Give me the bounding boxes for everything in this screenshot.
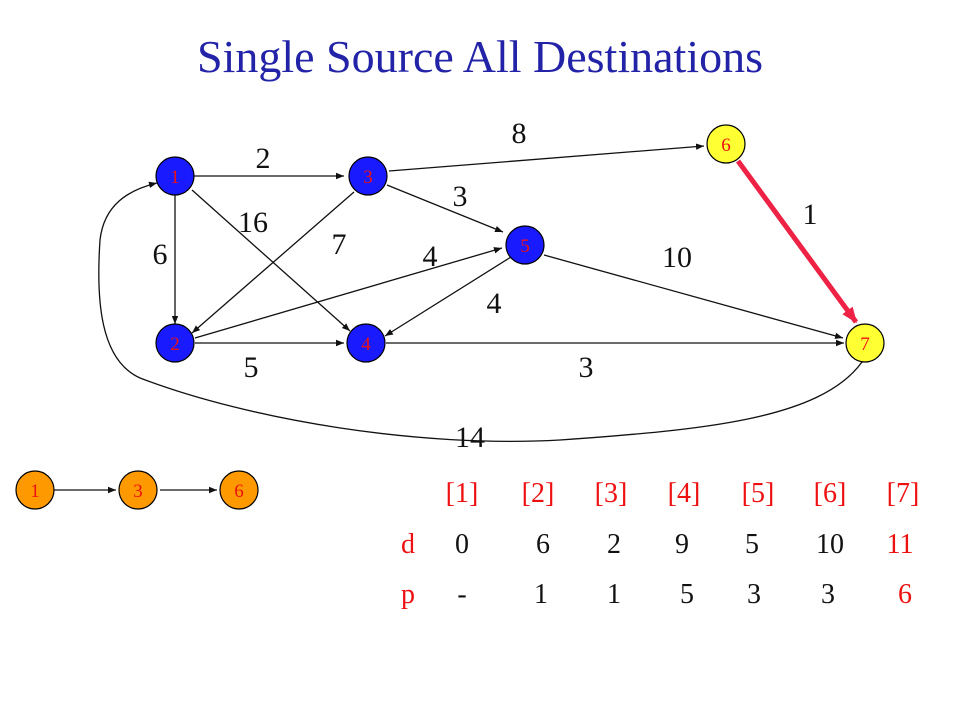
node-label: 4 (361, 334, 371, 355)
p-value: 3 (821, 579, 835, 610)
node-label: 3 (363, 167, 373, 188)
edge-weight-3-6: 8 (512, 117, 527, 150)
edge-weight-3-2: 7 (332, 228, 347, 261)
edge-3-6 (388, 143, 705, 172)
table-header: [2] (522, 478, 555, 509)
table-header: [6] (814, 478, 847, 509)
distance-table: [1] [2] [3] [4] [5] [6] [7] d 0 6 2 9 5 … (401, 478, 919, 610)
edge-7-1 (98, 181, 863, 442)
node-2: 2 (155, 323, 195, 363)
edge-weight-2-4: 5 (244, 351, 259, 384)
node-1: 1 (155, 156, 195, 196)
node-3: 3 (348, 156, 388, 196)
edge-weight-6-7: 1 (803, 198, 818, 231)
edge-2-5 (194, 247, 503, 339)
d-value: 6 (536, 529, 550, 560)
table-header: [1] (446, 478, 479, 509)
p-value-highlight: 6 (898, 579, 912, 610)
edge-3-2 (191, 191, 355, 334)
node-label: 6 (721, 135, 731, 156)
d-value: 10 (816, 529, 844, 560)
edge-6-7-highlight (735, 159, 859, 324)
row-label-d: d (401, 529, 415, 560)
edge-1-4 (191, 189, 351, 332)
edge-weight-2-5: 4 (423, 240, 438, 273)
edge-weight-7-1: 14 (455, 421, 485, 454)
p-value: 5 (680, 579, 694, 610)
table-header: [5] (742, 478, 775, 509)
edge-3-5 (386, 184, 504, 233)
node-5: 5 (505, 225, 545, 265)
edge-weight-1-2: 6 (153, 238, 168, 271)
d-value-highlight: 11 (887, 529, 914, 560)
edge-weight-3-5: 3 (453, 180, 468, 213)
node-label: 2 (170, 334, 180, 355)
path-node-label: 6 (234, 481, 244, 502)
path-node: 3 (118, 470, 158, 510)
edge-5-4 (384, 256, 512, 337)
d-value: 2 (607, 529, 621, 560)
edge-weight-1-3: 2 (256, 142, 271, 175)
path-node-label: 3 (133, 481, 143, 502)
p-value: 1 (607, 579, 621, 610)
p-value: 1 (534, 579, 548, 610)
edge-weight-5-4: 4 (487, 287, 502, 320)
table-header: [3] (595, 478, 628, 509)
node-label: 7 (860, 334, 870, 355)
p-value: - (457, 579, 466, 610)
edge-5-7 (543, 254, 844, 339)
node-label: 1 (170, 167, 180, 188)
node-4: 4 (346, 323, 386, 363)
page-title: Single Source All Destinations (196, 31, 763, 82)
path-strip: 1 3 6 (15, 470, 259, 510)
edge-weight-4-7: 3 (579, 351, 594, 384)
d-value: 5 (745, 529, 759, 560)
path-node-label: 1 (30, 481, 40, 502)
d-value: 9 (675, 529, 689, 560)
edge-weight-1-4: 16 (238, 206, 268, 239)
row-label-p: p (401, 579, 415, 610)
path-node: 6 (219, 470, 259, 510)
node-7: 7 (845, 323, 885, 363)
p-value: 3 (747, 579, 761, 610)
path-node: 1 (15, 470, 55, 510)
node-label: 5 (520, 236, 530, 257)
table-header: [4] (668, 478, 701, 509)
table-header: [7] (887, 478, 920, 509)
node-6: 6 (706, 124, 746, 164)
edge-weight-5-7: 10 (662, 241, 692, 274)
d-value: 0 (455, 529, 469, 560)
